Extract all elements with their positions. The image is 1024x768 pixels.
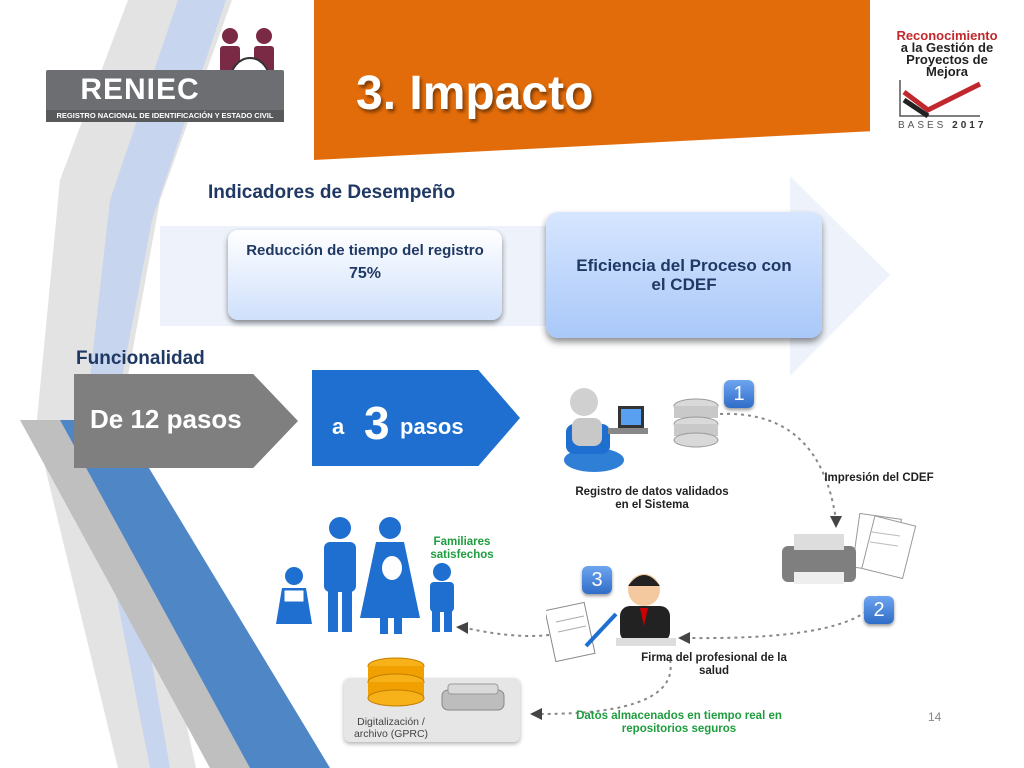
step-3-label: Firma del profesional de la salud: [641, 652, 787, 677]
badge-line1: Reconocimiento: [896, 28, 998, 43]
from-steps-arrow: De 12 pasos: [74, 374, 298, 468]
indicators-heading: Indicadores de Desempeño: [208, 182, 456, 203]
page-number: 14: [928, 710, 942, 724]
badge-line4: Mejora: [926, 64, 968, 79]
reduction-value: 75%: [348, 265, 382, 282]
recognition-badge: Reconocimiento a la Gestión de Proyectos…: [896, 28, 998, 79]
step-1-label: Registro de datos validados en el Sistem…: [575, 486, 729, 511]
reduction-box: Reducción de tiempo del registro 75%: [228, 230, 502, 320]
to-steps-arrow: a 3 pasos: [312, 370, 520, 466]
signing-professional-icon: [546, 574, 676, 662]
print-step-label: Impresión del CDEF: [824, 472, 934, 484]
to-steps-number: 3: [364, 397, 390, 449]
computer-user-icon: [564, 388, 719, 472]
from-steps-label: De 12 pasos: [90, 404, 242, 434]
badge-line3: Proyectos de: [906, 52, 988, 67]
reduction-label: Reducción de tiempo del registro: [246, 242, 484, 259]
step-1-badge: 1: [724, 380, 754, 408]
efficiency-label: Eficiencia del Proceso con el CDEF: [576, 256, 792, 294]
step-3-badge: 3: [582, 566, 612, 594]
checkmark-icon: [899, 80, 982, 118]
badge-line2: a la Gestión de: [900, 40, 994, 55]
title-band: [314, 0, 870, 160]
functionality-heading: Funcionalidad: [76, 348, 205, 369]
digitization-label: Digitalización / archivo (GPRC): [353, 716, 429, 740]
step-2-badge: 2: [864, 596, 894, 624]
printer-icon: [782, 512, 917, 584]
logo-name: RENIEC: [80, 73, 200, 106]
efficiency-box: Eficiencia del Proceso con el CDEF: [546, 212, 822, 338]
logo-subtitle: REGISTRO NACIONAL DE IDENTIFICACIÓN Y ES…: [46, 110, 284, 122]
to-steps-prefix: a: [332, 414, 345, 439]
badge-bases: BASES 2017: [898, 120, 987, 131]
family-icon: [276, 517, 454, 634]
to-steps-suffix: pasos: [400, 414, 464, 439]
storage-label: Datos almacenados en tiempo real en repo…: [576, 710, 782, 735]
database-scanner-icon: [367, 657, 505, 711]
families-label: Familiares satisfechos: [430, 536, 494, 561]
page-title: 3. Impacto: [356, 67, 594, 120]
